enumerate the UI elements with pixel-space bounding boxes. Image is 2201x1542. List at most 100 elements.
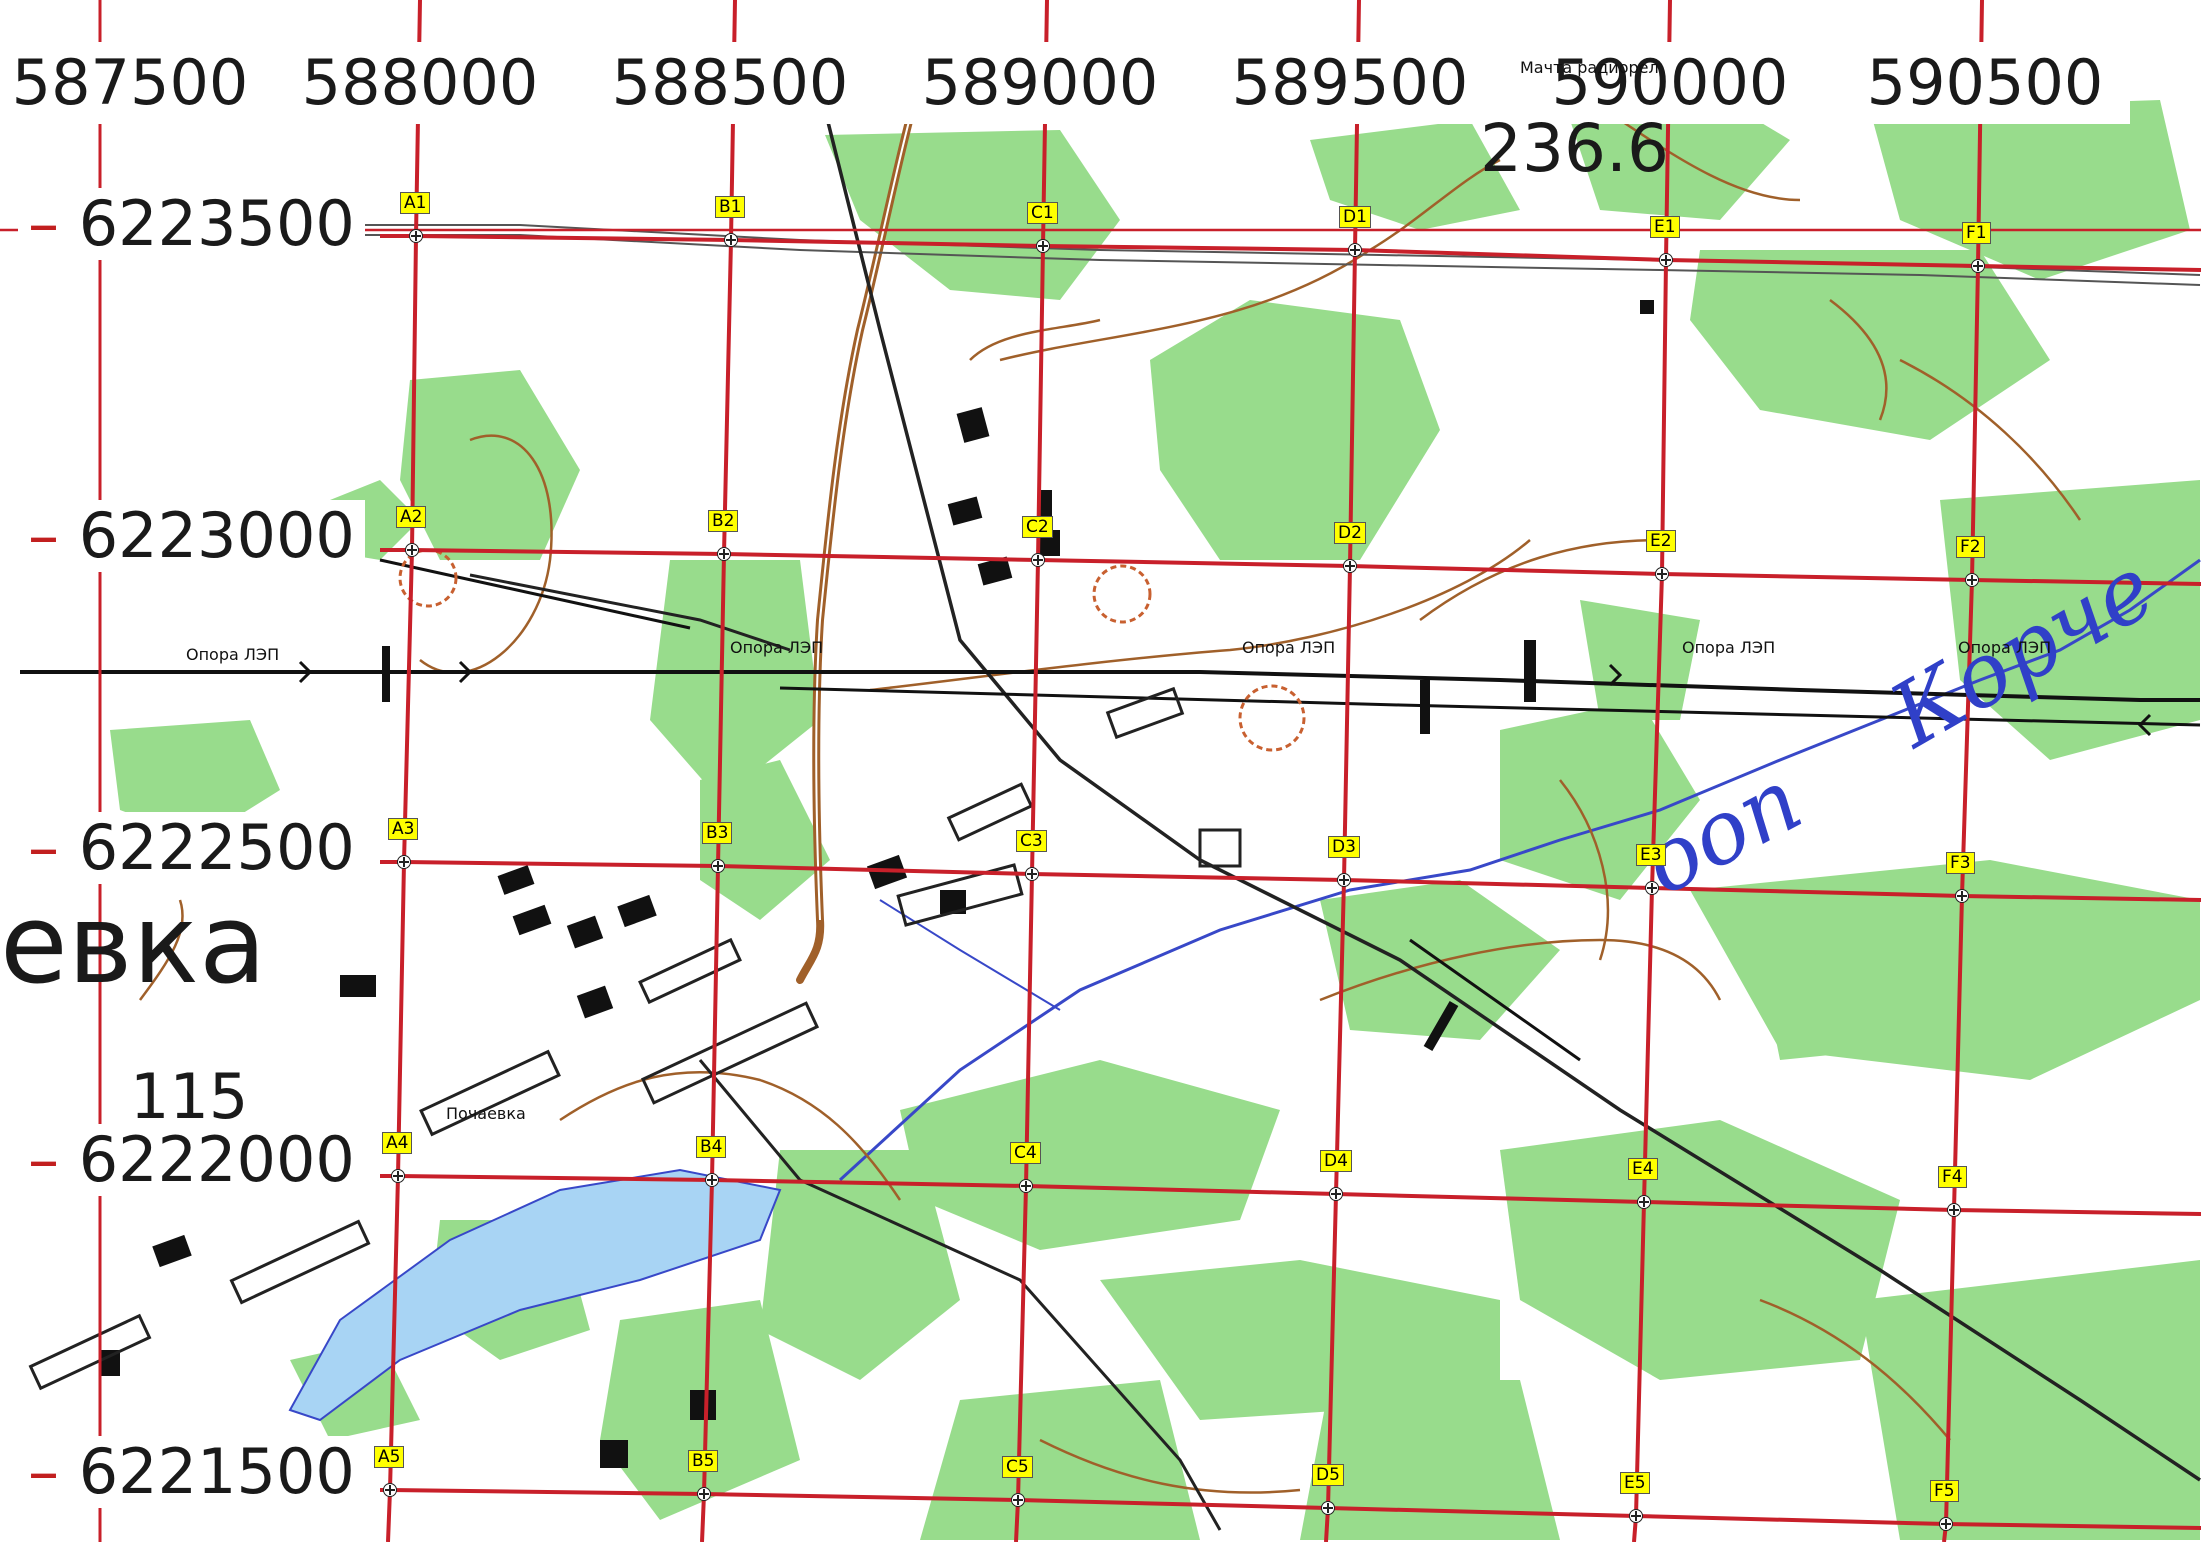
northing-value: 6221500 bbox=[78, 1435, 355, 1508]
grid-marker-label: C5 bbox=[1002, 1456, 1033, 1478]
easting-label: 589500 bbox=[1210, 42, 1490, 124]
crosshair-icon bbox=[1329, 1187, 1343, 1201]
crosshair-icon bbox=[1025, 867, 1039, 881]
lake bbox=[288, 1168, 782, 1422]
grid-marker-label: A4 bbox=[382, 1132, 413, 1154]
spot-height-left: 115 bbox=[130, 1060, 249, 1133]
crosshair-icon bbox=[1655, 567, 1669, 581]
power-pole-label: Опора ЛЭП bbox=[186, 645, 280, 664]
easting-label: 588000 bbox=[290, 42, 550, 124]
northing-label: – 6221500 bbox=[18, 1436, 365, 1508]
grid-line-horizontal bbox=[380, 548, 2201, 586]
easting-label: 588500 bbox=[600, 42, 860, 124]
track-line bbox=[818, 89, 2201, 1482]
grid-marker-label: B5 bbox=[688, 1450, 719, 1472]
northing-label: – 6223000 bbox=[18, 500, 365, 572]
grid-marker-label: F4 bbox=[1938, 1166, 1967, 1188]
grid-marker-label: B4 bbox=[696, 1136, 727, 1158]
power-pole-label: Опора ЛЭП bbox=[1682, 638, 1776, 657]
crosshair-icon bbox=[1348, 243, 1362, 257]
grid-marker-label: A1 bbox=[400, 192, 431, 214]
circle-symbols bbox=[398, 548, 1306, 752]
crosshair-icon bbox=[405, 543, 419, 557]
crosshair-icon bbox=[1019, 1179, 1033, 1193]
crosshair-icon bbox=[1947, 1203, 1961, 1217]
crosshair-icon bbox=[1637, 1195, 1651, 1209]
crosshair-icon bbox=[717, 547, 731, 561]
buildings bbox=[100, 300, 1654, 1468]
crosshair-icon bbox=[397, 855, 411, 869]
power-lines bbox=[20, 558, 2201, 1062]
grid-marker-label: E3 bbox=[1636, 844, 1666, 866]
grid-marker-label: F5 bbox=[1930, 1480, 1959, 1502]
crosshair-icon bbox=[1645, 881, 1659, 895]
crosshair-icon bbox=[1965, 573, 1979, 587]
crosshair-icon bbox=[697, 1487, 711, 1501]
crosshair-icon bbox=[1629, 1509, 1643, 1523]
grid-marker-label: C1 bbox=[1027, 202, 1058, 224]
crosshair-icon bbox=[1659, 253, 1673, 267]
village-label: Почаевка bbox=[446, 1104, 526, 1123]
crosshair-icon bbox=[391, 1169, 405, 1183]
grid-marker-label: A5 bbox=[374, 1446, 405, 1468]
crosshair-icon bbox=[1955, 889, 1969, 903]
grid-marker-label: F2 bbox=[1956, 536, 1985, 558]
grid-marker-label: B2 bbox=[708, 510, 739, 532]
northing-value: 6223500 bbox=[78, 187, 355, 260]
crosshair-icon bbox=[724, 233, 738, 247]
grid-marker-label: F1 bbox=[1962, 222, 1991, 244]
crosshair-icon bbox=[1321, 1501, 1335, 1515]
grid-marker-label: F3 bbox=[1946, 852, 1975, 874]
grid-line-horizontal bbox=[380, 1488, 2201, 1530]
stream bbox=[879, 899, 1061, 1011]
crosshair-icon bbox=[1939, 1517, 1953, 1531]
power-pole-label: Опора ЛЭП bbox=[730, 638, 824, 657]
building-outlines bbox=[28, 686, 1242, 1391]
easting-label: 590000 bbox=[1530, 42, 1810, 124]
crosshair-icon bbox=[383, 1483, 397, 1497]
grid-marker-label: C2 bbox=[1022, 516, 1053, 538]
grid-marker-label: E1 bbox=[1650, 216, 1680, 238]
grid-marker-label: D1 bbox=[1339, 206, 1371, 228]
northing-label: – 6223500 bbox=[18, 188, 365, 260]
grid-line-horizontal bbox=[380, 860, 2201, 902]
northing-value: 6223000 bbox=[78, 499, 355, 572]
grid-marker-label: C4 bbox=[1010, 1142, 1041, 1164]
crosshair-icon bbox=[1031, 553, 1045, 567]
easting-label: 590500 bbox=[1840, 42, 2130, 124]
crosshair-icon bbox=[1343, 559, 1357, 573]
crosshair-icon bbox=[705, 1173, 719, 1187]
grid-marker-label: D5 bbox=[1312, 1464, 1344, 1486]
grid-marker-label: D4 bbox=[1320, 1150, 1352, 1172]
radio-mast-label: Мачта радиорел bbox=[1520, 58, 1659, 77]
grid-marker-label: A3 bbox=[388, 818, 419, 840]
easting-label: 589000 bbox=[895, 42, 1185, 124]
northing-value: 6222500 bbox=[78, 811, 355, 884]
grid-marker-label: A2 bbox=[396, 506, 427, 528]
northing-label: – 6222000 bbox=[18, 1124, 365, 1196]
power-pole-label: Опора ЛЭП bbox=[1242, 638, 1336, 657]
road-inner bbox=[815, 79, 921, 921]
easting-label: 587500 bbox=[0, 42, 260, 124]
grid-marker-label: D2 bbox=[1334, 522, 1366, 544]
grid-marker-label: E2 bbox=[1646, 530, 1676, 552]
northing-label: – 6222500 bbox=[18, 812, 365, 884]
crosshair-icon bbox=[409, 229, 423, 243]
grid-marker-label: E4 bbox=[1628, 1158, 1658, 1180]
grid-marker-label: B1 bbox=[715, 196, 746, 218]
grid-marker-label: B3 bbox=[702, 822, 733, 844]
crosshair-icon bbox=[1036, 239, 1050, 253]
village-big-label: евка bbox=[0, 880, 267, 1008]
grid-line-horizontal bbox=[380, 234, 2201, 272]
grid-marker-label: C3 bbox=[1016, 830, 1047, 852]
crosshair-icon bbox=[1971, 259, 1985, 273]
contour-lines bbox=[138, 118, 2082, 1494]
grid-line-horizontal bbox=[380, 1174, 2201, 1216]
track-line-2 bbox=[698, 1059, 1222, 1531]
crosshair-icon bbox=[711, 859, 725, 873]
grid-marker-label: E5 bbox=[1620, 1472, 1650, 1494]
crosshair-icon bbox=[1011, 1493, 1025, 1507]
power-pole-label: Опора ЛЭП bbox=[1958, 638, 2052, 657]
river bbox=[838, 558, 2201, 1182]
